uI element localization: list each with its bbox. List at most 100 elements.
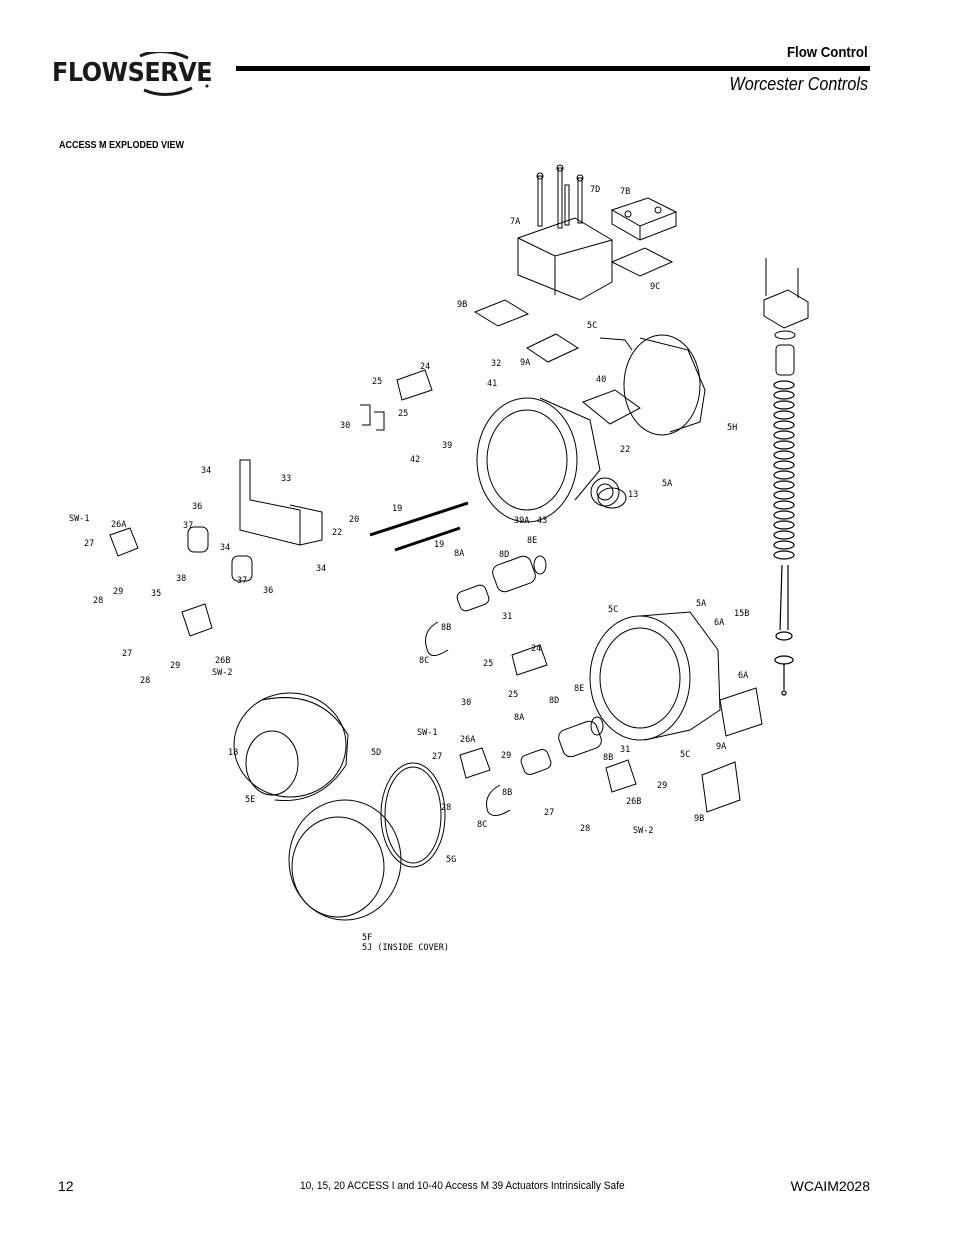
callout: 8B <box>502 788 512 798</box>
callout: 9B <box>457 300 467 310</box>
callout: 19 <box>392 504 402 514</box>
callout: 7B <box>620 187 630 197</box>
footer-title: 10, 15, 20 ACCESS I and 10-40 Access M 3… <box>300 1180 625 1192</box>
callout: 24 <box>420 362 430 372</box>
callout: 28 <box>93 596 103 606</box>
callout: 24 <box>531 644 541 654</box>
header-rule <box>236 66 870 71</box>
document-number: WCAIM2028 <box>790 1178 870 1194</box>
callout: 7A <box>510 217 520 227</box>
belleville-washer-stack <box>773 380 795 696</box>
callout: 28 <box>140 676 150 686</box>
callout: 33 <box>281 474 291 484</box>
callout: 36 <box>263 586 273 596</box>
callout: 20 <box>349 515 359 525</box>
brand-name: FLOWSERVE <box>52 58 213 88</box>
subdivision-label: Worcester Controls <box>729 74 868 94</box>
callout: 19 <box>434 540 444 550</box>
callout: 26A <box>111 520 126 530</box>
callout: 8B <box>603 753 613 763</box>
callout: 29 <box>170 661 180 671</box>
figure-title: ACCESS M EXPLODED VIEW <box>59 140 185 151</box>
callout: 5J (INSIDE COVER) <box>362 943 449 953</box>
callout: 38 <box>176 574 186 584</box>
callout: 26A <box>460 735 475 745</box>
callout: 39A <box>514 516 529 526</box>
callout: 5E <box>245 795 255 805</box>
callout: 34 <box>316 564 326 574</box>
callout: 8A <box>454 549 464 559</box>
callout: SW-2 <box>633 826 653 836</box>
callout: 9B <box>694 814 704 824</box>
callout-labels: 7D 7B 7A 9C 9B 5C 9A 32 41 24 25 25 40 5… <box>69 185 749 953</box>
callout: 5D <box>371 748 381 758</box>
flowserve-logo: FLOWSERVE <box>52 52 214 98</box>
callout: 5A <box>696 599 706 609</box>
callout: 9A <box>716 742 726 752</box>
callout: 27 <box>84 539 94 549</box>
callout: 41 <box>487 379 497 389</box>
callout: 40 <box>596 375 606 385</box>
callout: 15B <box>734 609 749 619</box>
callout: 5H <box>727 423 737 433</box>
callout: 8D <box>499 550 509 560</box>
callout: 39 <box>442 441 452 451</box>
callout: SW-1 <box>417 728 437 738</box>
callout: 8C <box>419 656 429 666</box>
callout: 31 <box>620 745 630 755</box>
callout: 30 <box>461 698 471 708</box>
callout: 26B <box>626 797 641 807</box>
callout: 5A <box>662 479 672 489</box>
callout: 35 <box>151 589 161 599</box>
callout: 22 <box>620 445 630 455</box>
callout: 27 <box>544 808 554 818</box>
callout: 43 <box>537 516 547 526</box>
callout: 28 <box>580 824 590 834</box>
callout: 25 <box>508 690 518 700</box>
callout: 8B <box>441 623 451 633</box>
callout: 13 <box>628 490 638 500</box>
callout: 29 <box>657 781 667 791</box>
logo-swoosh-icon <box>139 52 209 96</box>
callout: 7D <box>590 185 600 195</box>
callout: 22 <box>332 528 342 538</box>
callout: 8E <box>574 684 584 694</box>
callout: 8C <box>477 820 487 830</box>
division-label: Flow Control <box>787 44 868 61</box>
callout: 8D <box>549 696 559 706</box>
callout: 26B <box>215 656 230 666</box>
callout: 6A <box>738 671 748 681</box>
callout: 37 <box>183 521 193 531</box>
callout: 25 <box>483 659 493 669</box>
callout: 5C <box>680 750 690 760</box>
callout: 29 <box>501 751 511 761</box>
callout: 28 <box>441 803 451 813</box>
callout: 30 <box>340 421 350 431</box>
callout: 18 <box>228 748 238 758</box>
callout: 6A <box>714 618 724 628</box>
callout: 34 <box>201 466 211 476</box>
callout: 5C <box>587 321 597 331</box>
callout: 5G <box>446 855 456 865</box>
callout: 9C <box>650 282 660 292</box>
callout: 5C <box>608 605 618 615</box>
callout: 42 <box>410 455 420 465</box>
callout: 37 <box>237 576 247 586</box>
callout: SW-2 <box>212 668 232 678</box>
callout: 29 <box>113 587 123 597</box>
callout: 32 <box>491 359 501 369</box>
callout: 8A <box>514 713 524 723</box>
callout: 25 <box>372 377 382 387</box>
callout: 5F <box>362 933 372 943</box>
callout: 27 <box>432 752 442 762</box>
callout: 9A <box>520 358 530 368</box>
callout: 25 <box>398 409 408 419</box>
callout: 36 <box>192 502 202 512</box>
callout: 34 <box>220 543 230 553</box>
manifold-7a <box>517 164 613 301</box>
callout: SW-1 <box>69 514 89 524</box>
page-number: 12 <box>58 1178 74 1194</box>
callout: 27 <box>122 649 132 659</box>
callout: 8E <box>527 536 537 546</box>
